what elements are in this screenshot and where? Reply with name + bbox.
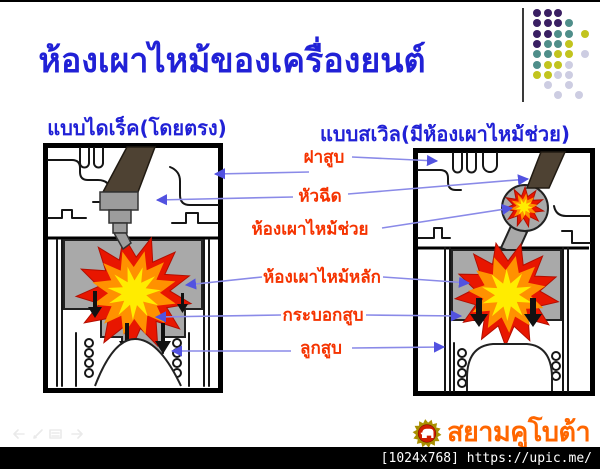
decor-dot bbox=[564, 81, 573, 90]
aux-chamber-explosion bbox=[502, 185, 546, 229]
decor-dot bbox=[554, 91, 562, 100]
decor-dot bbox=[543, 9, 552, 17]
injector bbox=[99, 146, 157, 251]
callout-aux-chamber: ห้องเผาไหม้ช่วย bbox=[251, 219, 369, 240]
kubota-gear-logo bbox=[412, 419, 442, 448]
piston-rings bbox=[457, 348, 561, 388]
flow-arrows-down bbox=[470, 298, 542, 327]
pen-icon[interactable] bbox=[33, 429, 43, 439]
elephant-icon bbox=[420, 428, 434, 438]
decor-dot bbox=[543, 39, 552, 48]
direct-engine-diagram bbox=[43, 143, 223, 393]
decor-dot bbox=[533, 29, 541, 38]
decor-dot bbox=[581, 50, 590, 59]
decor-dot bbox=[564, 60, 573, 69]
decor-dot bbox=[564, 29, 573, 38]
decor-dot bbox=[543, 60, 552, 69]
decor-dot bbox=[543, 50, 552, 59]
menu-icon[interactable] bbox=[49, 429, 62, 439]
callout-piston: ลูกสูบ bbox=[300, 338, 342, 359]
decor-dot bbox=[564, 70, 573, 79]
decor-dot bbox=[533, 60, 541, 69]
decor-dot bbox=[533, 50, 541, 59]
callout-injector: หัวฉีด bbox=[298, 186, 342, 207]
decor-dot bbox=[554, 70, 562, 79]
main-explosion bbox=[74, 234, 193, 353]
decor-dot bbox=[554, 50, 562, 59]
decor-dot bbox=[554, 60, 562, 69]
prev-slide-icon[interactable] bbox=[13, 429, 25, 439]
next-slide-icon[interactable] bbox=[71, 429, 83, 439]
piston-skirt-dome bbox=[466, 343, 553, 391]
decor-divider-line bbox=[522, 8, 524, 102]
slide-title: ห้องเผาไหม้ของเครื่องยนต์ bbox=[38, 41, 426, 81]
decor-dot bbox=[543, 81, 552, 90]
slide-top-border bbox=[0, 0, 600, 2]
slideshow-nav-icons[interactable] bbox=[10, 426, 90, 442]
callout-cylinder-bore: กระบอกสูบ bbox=[282, 305, 364, 326]
status-bar-text: [1024x768] https://upic.me/ bbox=[380, 450, 592, 466]
decor-dot bbox=[543, 29, 552, 38]
decor-dot bbox=[533, 9, 541, 17]
decor-dot bbox=[554, 19, 562, 28]
line-cylinder-head-left bbox=[213, 168, 310, 180]
decor-dot bbox=[554, 9, 562, 17]
piston-skirt-dome bbox=[94, 337, 182, 387]
cylinder-walls bbox=[56, 239, 210, 387]
cylinder-walls bbox=[444, 247, 569, 392]
swirl-engine-diagram bbox=[413, 148, 595, 396]
brand-text: สยามคูโบต้า bbox=[447, 417, 591, 448]
status-bar: [1024x768] https://upic.me/ bbox=[0, 447, 600, 469]
decor-dot bbox=[564, 39, 573, 48]
decor-dot bbox=[533, 19, 541, 28]
injector bbox=[525, 151, 567, 189]
section-label-swirl: แบบสเวิล(มีห้องเผาไหม้ช่วย) bbox=[320, 122, 570, 146]
decor-dot bbox=[581, 29, 590, 38]
decor-dot bbox=[554, 29, 562, 38]
decor-dot bbox=[543, 70, 552, 79]
callout-main-chamber: ห้องเผาไหม้หลัก bbox=[263, 267, 381, 288]
decor-dot bbox=[564, 50, 573, 59]
section-label-direct: แบบไดเร็ค(โดยตรง) bbox=[47, 116, 227, 140]
decor-dot bbox=[533, 70, 541, 79]
decor-dot bbox=[543, 19, 552, 28]
decor-dot bbox=[564, 19, 573, 28]
decor-dot bbox=[575, 91, 583, 100]
decor-dot bbox=[533, 39, 541, 48]
decor-dot bbox=[554, 39, 562, 48]
callout-cylinder-head: ฝาสูบ bbox=[303, 147, 345, 168]
